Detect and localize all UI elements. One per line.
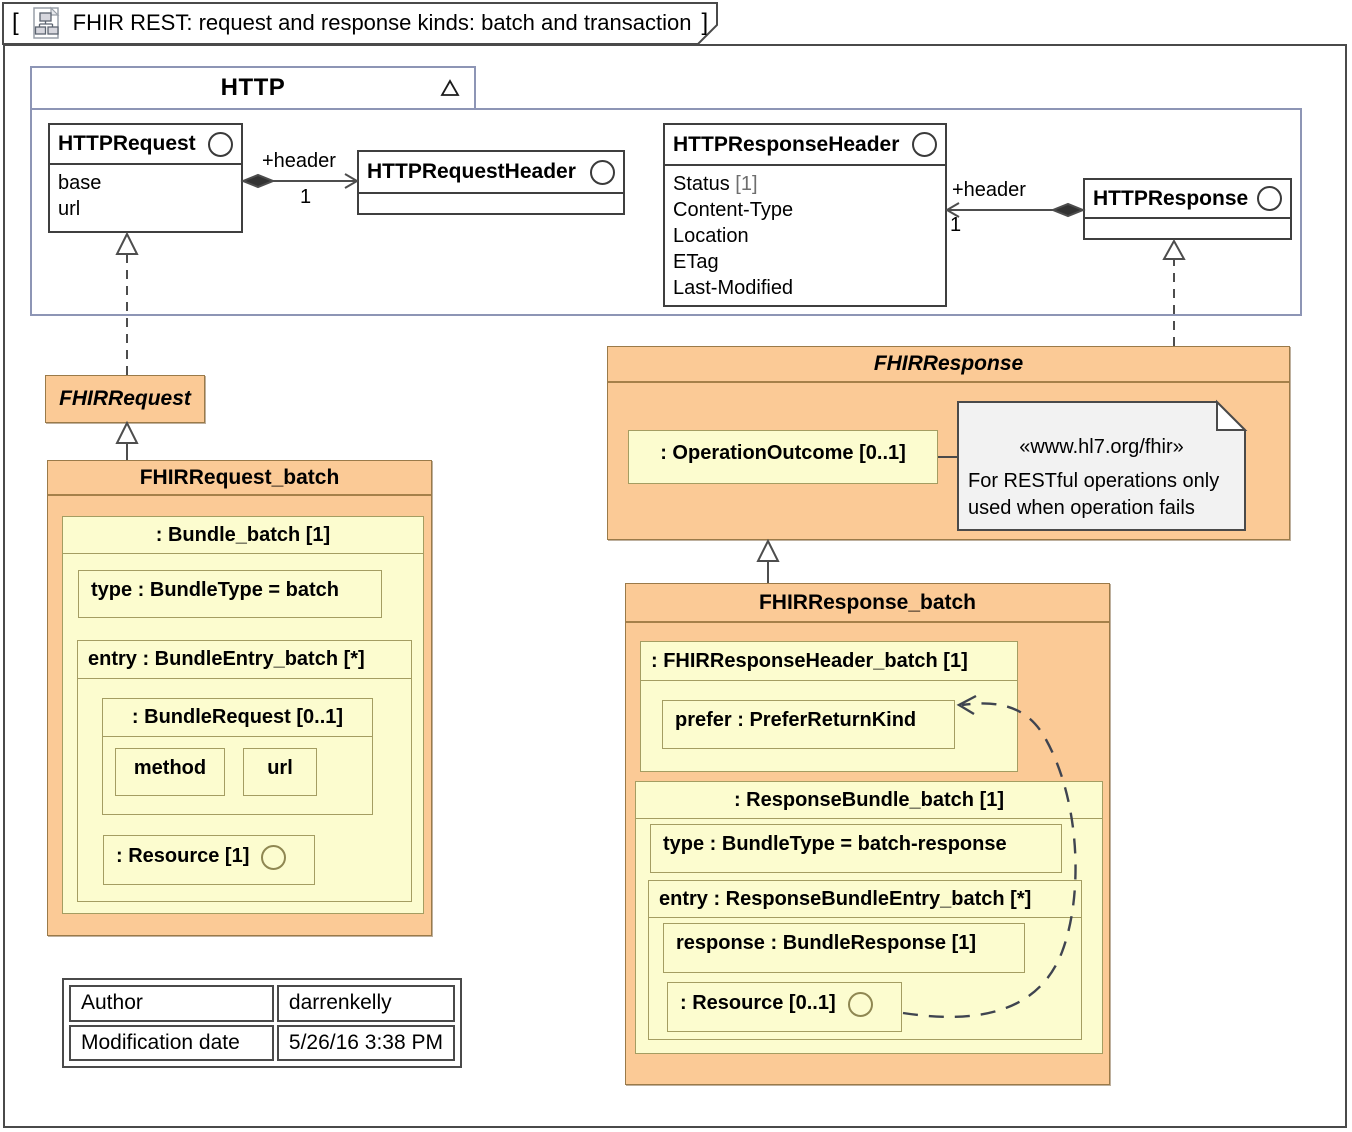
class-name: FHIRRequest	[59, 387, 191, 410]
http-frame-name: HTTP	[220, 74, 286, 101]
diagram-title: FHIR REST: request and response kinds: b…	[72, 10, 692, 35]
class-name: HTTPResponse	[1093, 186, 1249, 210]
attribute: Last-Modified	[673, 277, 794, 299]
table-row: Author darrenkelly	[69, 985, 455, 1022]
attribute: Status [1]	[673, 173, 758, 195]
part-bundle-type[interactable]: type : BundleType = batch	[78, 570, 382, 618]
assoc-multiplicity-label: 1	[950, 214, 962, 236]
assoc-multiplicity-label: 1	[300, 186, 312, 208]
attribute: url	[58, 198, 81, 220]
attribute: ETag	[673, 251, 719, 273]
info-key: Modification date	[69, 1024, 274, 1061]
classifier-circle-icon	[912, 132, 937, 157]
assoc-role-label: +header	[262, 150, 336, 172]
class-name: HTTPResponseHeader	[673, 132, 900, 156]
info-value: 5/26/16 3:38 PM	[276, 1024, 455, 1061]
part-operation-outcome[interactable]: : OperationOutcome [0..1]	[628, 430, 938, 484]
class-name: FHIRResponse_batch	[626, 584, 1109, 623]
part-prefer[interactable]: prefer : PreferReturnKind	[662, 700, 955, 749]
classifier-circle-icon	[1257, 186, 1282, 211]
part-label: : BundleRequest [0..1]	[103, 699, 372, 737]
note-stereotype: «www.hl7.org/fhir»	[1019, 436, 1184, 458]
class-name: HTTPRequest	[58, 132, 196, 155]
table-row: Modification date 5/26/16 3:38 PM	[69, 1024, 455, 1061]
part-label: entry : BundleEntry_batch [*]	[78, 641, 411, 679]
diagram-info-table: Author darrenkelly Modification date 5/2…	[62, 978, 462, 1068]
part-label: : Resource [1]	[116, 845, 250, 867]
note-line2: used when operation fails	[968, 497, 1195, 519]
class-name: FHIRRequest_batch	[48, 461, 431, 496]
note-line1: For RESTful operations only	[968, 470, 1220, 492]
attribute: Content-Type	[673, 199, 794, 221]
title-close-bracket: ]	[701, 9, 709, 36]
http-frame-tab[interactable]: HTTP	[30, 66, 476, 110]
class-name: HTTPRequestHeader	[367, 160, 576, 183]
part-label: : Bundle_batch [1]	[63, 517, 423, 554]
diagram-border	[3, 44, 1347, 1128]
part-label: entry : ResponseBundleEntry_batch [*]	[649, 881, 1081, 918]
class-httprequest[interactable]: HTTPRequest base url	[48, 123, 243, 233]
http-package-frame[interactable]	[30, 108, 1302, 316]
class-name: FHIRResponse	[608, 347, 1289, 383]
classifier-circle-icon	[208, 131, 233, 157]
info-value: darrenkelly	[276, 985, 455, 1022]
part-url[interactable]: url	[243, 748, 317, 796]
class-fhirrequest[interactable]: FHIRRequest	[45, 375, 205, 423]
classifier-circle-icon	[590, 159, 615, 185]
class-httpresponse[interactable]: HTTPResponse	[1083, 178, 1292, 240]
info-key: Author	[69, 985, 274, 1022]
attribute: base	[58, 172, 102, 194]
part-label: : ResponseBundle_batch [1]	[636, 782, 1102, 819]
class-httpresponseheader[interactable]: HTTPResponseHeader Status [1] Content-Ty…	[663, 123, 947, 307]
attribute: Location	[673, 225, 749, 247]
part-bundle-response[interactable]: response : BundleResponse [1]	[663, 923, 1025, 973]
classifier-circle-icon	[847, 992, 873, 1017]
empty-compartment	[1085, 219, 1290, 229]
generalization-triangle-icon	[440, 79, 460, 96]
title-open-bracket: [	[12, 9, 19, 36]
part-bundle-type-response[interactable]: type : BundleType = batch-response	[650, 824, 1062, 873]
part-resource[interactable]: : Resource [1]	[103, 835, 315, 885]
part-label: : Resource [0..1]	[680, 992, 836, 1014]
part-resource-optional[interactable]: : Resource [0..1]	[667, 982, 902, 1032]
diagram-title-tab[interactable]: [ FHIR REST: request and response kinds:…	[12, 6, 709, 39]
part-method[interactable]: method	[115, 748, 225, 796]
assoc-role-label: +header	[952, 179, 1026, 201]
class-diagram-icon	[32, 6, 60, 39]
class-httprequestheader[interactable]: HTTPRequestHeader	[357, 150, 625, 215]
empty-compartment	[359, 194, 623, 204]
part-label: : FHIRResponseHeader_batch [1]	[641, 642, 1017, 681]
classifier-circle-icon	[261, 845, 287, 870]
